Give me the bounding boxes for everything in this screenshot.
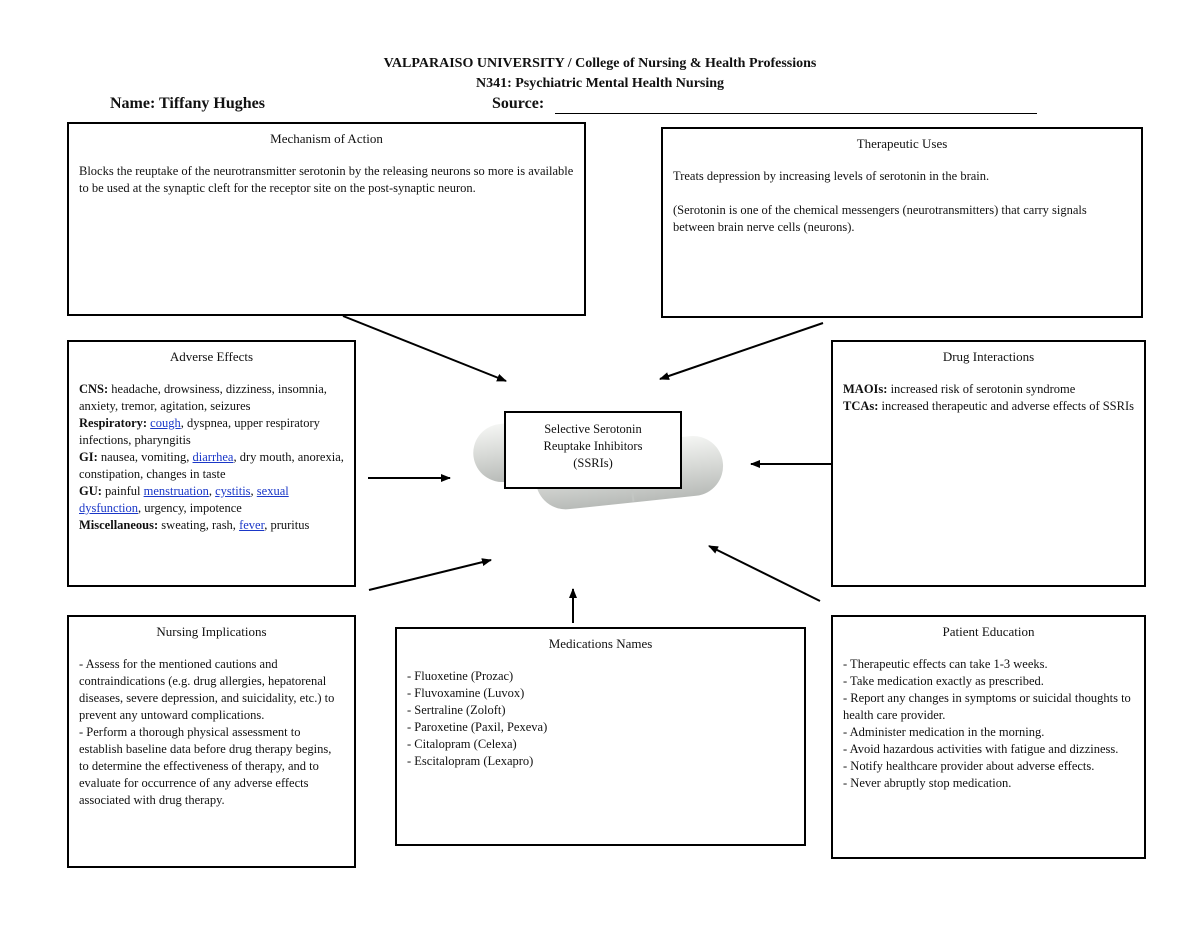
- arrow-education: [708, 545, 821, 602]
- tca-label: TCAs:: [843, 399, 879, 413]
- medication-item: - Escitalopram (Lexapro): [407, 754, 534, 768]
- misc-label: Miscellaneous:: [79, 518, 159, 532]
- interaction-maoi: MAOIs: increased risk of serotonin syndr…: [843, 381, 1134, 398]
- header-line1: VALPARAISO UNIVERSITY / College of Nursi…: [383, 56, 817, 71]
- misc-text-1: sweating, rash,: [161, 518, 236, 532]
- arrow-therapeutic: [659, 322, 824, 380]
- therapeutic-title: Therapeutic Uses: [856, 136, 948, 151]
- nursing-implications-box: Nursing Implications - Assess for the me…: [67, 615, 356, 868]
- adverse-misc: Miscellaneous: sweating, rash, fever, pr…: [79, 517, 344, 534]
- medication-item: - Fluvoxamine (Luvox): [407, 686, 525, 700]
- respiratory-label: Respiratory:: [79, 416, 148, 430]
- adverse-title: Adverse Effects: [169, 349, 254, 364]
- medications-title: Medications Names: [548, 636, 653, 651]
- gu-label: GU:: [79, 484, 102, 498]
- adverse-cns: CNS: headache, drowsiness, dizziness, in…: [79, 381, 344, 415]
- nursing-title: Nursing Implications: [156, 624, 267, 639]
- center-line1: Selective Serotonin: [544, 422, 642, 436]
- maoi-label: MAOIs:: [843, 382, 888, 396]
- center-line3: (SSRIs): [573, 456, 613, 470]
- gu-sep-1: ,: [208, 484, 212, 498]
- source-line: [555, 113, 1037, 114]
- therapeutic-box: Therapeutic Uses Treats depression by in…: [661, 127, 1143, 318]
- arrow-nursing: [368, 558, 492, 591]
- arrow-mechanism: [342, 315, 507, 382]
- medication-item: - Sertraline (Zoloft): [407, 703, 506, 717]
- mechanism-text: Blocks the reuptake of the neurotransmit…: [79, 164, 574, 195]
- center-drug-class-box: Selective Serotonin Reuptake Inhibitors …: [504, 411, 682, 489]
- gi-text-1: nausea, vomiting,: [100, 450, 190, 464]
- nursing-item-2: - Perform a thorough physical assessment…: [79, 725, 332, 807]
- medication-item: - Citalopram (Celexa): [407, 737, 517, 751]
- adverse-respiratory: Respiratory: cough, dyspnea, upper respi…: [79, 415, 344, 449]
- adverse-gu: GU: painful menstruation, cystitis, sexu…: [79, 483, 344, 517]
- therapeutic-text-1: Treats depression by increasing levels o…: [673, 169, 990, 183]
- misc-text-2: , pruritus: [264, 518, 310, 532]
- nursing-item-1: - Assess for the mentioned cautions and …: [79, 657, 335, 722]
- education-item: - Therapeutic effects can take 1-3 weeks…: [843, 657, 1048, 671]
- maoi-text: increased risk of serotonin syndrome: [890, 382, 1076, 396]
- education-item: - Avoid hazardous activities with fatigu…: [843, 742, 1119, 756]
- gi-text-2: , dry mouth, anorexia, constipation, cha…: [79, 450, 344, 481]
- sexual-dysfunction-link[interactable]: sexual dysfunction: [79, 484, 289, 515]
- education-item: - Report any changes in symptoms or suic…: [843, 691, 1131, 722]
- fever-link[interactable]: fever: [239, 518, 265, 532]
- cystitis-link[interactable]: cystitis: [215, 484, 251, 498]
- student-name: Name: Tiffany Hughes: [110, 95, 265, 112]
- diarrhea-link[interactable]: diarrhea: [192, 450, 234, 464]
- patient-education-box: Patient Education - Therapeutic effects …: [831, 615, 1146, 859]
- education-item: - Never abruptly stop medication.: [843, 776, 1012, 790]
- interactions-title: Drug Interactions: [942, 349, 1035, 364]
- mechanism-box: Mechanism of Action Blocks the reuptake …: [67, 122, 586, 316]
- drug-interactions-box: Drug Interactions MAOIs: increased risk …: [831, 340, 1146, 587]
- header-line2: N341: Psychiatric Mental Health Nursing: [475, 76, 725, 91]
- cns-label: CNS:: [79, 382, 109, 396]
- cns-text: headache, drowsiness, dizziness, insomni…: [79, 382, 327, 413]
- education-item: - Notify healthcare provider about adver…: [843, 759, 1095, 773]
- education-title: Patient Education: [942, 624, 1035, 639]
- interaction-tca: TCAs: increased therapeutic and adverse …: [843, 398, 1134, 415]
- mechanism-title: Mechanism of Action: [270, 131, 383, 146]
- source-label: Source:: [492, 95, 545, 112]
- education-item: - Take medication exactly as prescribed.: [843, 674, 1044, 688]
- medication-item: - Fluoxetine (Prozac): [407, 669, 514, 683]
- tca-text: increased therapeutic and adverse effect…: [881, 399, 1134, 413]
- education-item: - Administer medication in the morning.: [843, 725, 1045, 739]
- medications-box: Medications Names - Fluoxetine (Prozac) …: [395, 627, 806, 846]
- therapeutic-text-2: (Serotonin is one of the chemical messen…: [673, 203, 1087, 234]
- gu-text-1: painful: [105, 484, 141, 498]
- gu-sep-2: ,: [250, 484, 254, 498]
- menstruation-link[interactable]: menstruation: [143, 484, 209, 498]
- cough-link[interactable]: cough: [150, 416, 181, 430]
- medication-item: - Paroxetine (Paxil, Pexeva): [407, 720, 548, 734]
- gi-label: GI:: [79, 450, 98, 464]
- adverse-gi: GI: nausea, vomiting, diarrhea, dry mout…: [79, 449, 344, 483]
- center-line2: Reuptake Inhibitors: [543, 439, 643, 453]
- respiratory-text: , dyspnea, upper respiratory infections,…: [79, 416, 320, 447]
- adverse-effects-box: Adverse Effects CNS: headache, drowsines…: [67, 340, 356, 587]
- gu-text-2: , urgency, impotence: [138, 501, 242, 515]
